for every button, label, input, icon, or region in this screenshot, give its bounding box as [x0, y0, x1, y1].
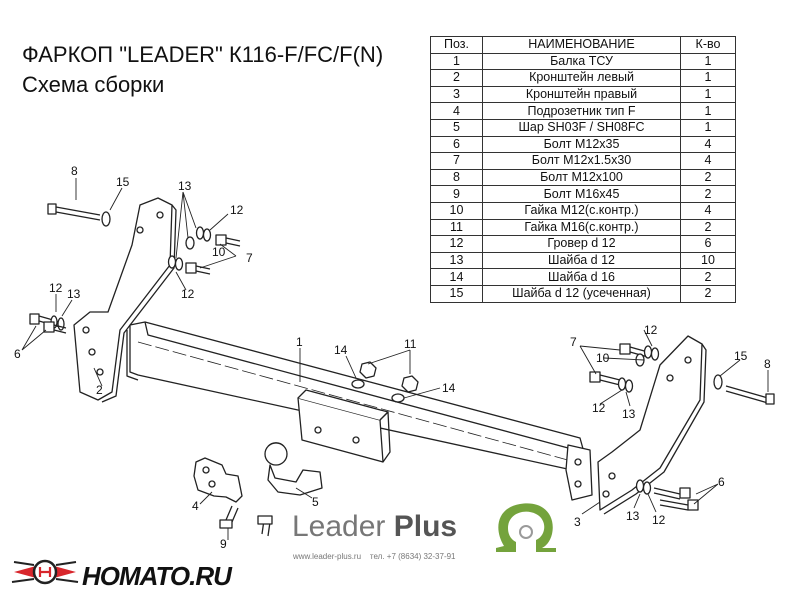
callout-6-right: 6 [718, 475, 725, 489]
row-name: Шар SH03F / SH08FC [482, 118, 681, 137]
title-line-2: Схема сборки [22, 72, 165, 97]
row-name: Болт M16x45 [482, 185, 681, 203]
bolt-8-left [47, 203, 111, 227]
callout-14-lower: 14 [442, 381, 456, 395]
callout-12-left-upper: 12 [230, 203, 244, 217]
homato-logo-icon [11, 559, 79, 585]
callout-11: 11 [404, 337, 417, 351]
callout-9: 9 [220, 537, 227, 551]
row-name: Шайба d 12 (усеченная) [482, 284, 681, 303]
brand-name: Leader Plus [292, 510, 457, 544]
shop-name: HOMATO.RU [82, 561, 232, 591]
brand-contacts: www.leader-plus.ru тел. +7 (8634) 32-37-… [293, 552, 456, 561]
parts-table-header: Поз. НАИМЕНОВАНИЕ К-во [430, 36, 736, 54]
callout-12-right-upper: 12 [644, 323, 658, 337]
row-name: Гайка M12(с.контр.) [482, 201, 681, 220]
leader-plus-logo-icon [496, 503, 556, 552]
callout-6-left: 6 [14, 347, 21, 361]
row-pos: 15 [430, 284, 483, 303]
callout-5: 5 [312, 495, 319, 509]
callout-7-right: 7 [570, 335, 577, 349]
callout-8-left: 8 [71, 164, 78, 178]
callout-13-right-upper: 13 [622, 407, 636, 421]
callout-3: 3 [574, 515, 581, 529]
callout-15-left: 15 [116, 175, 130, 189]
callout-15-right: 15 [734, 349, 748, 363]
callout-13-right-lower: 13 [626, 509, 640, 523]
callout-10-right: 10 [596, 351, 610, 365]
callout-2: 2 [96, 383, 103, 397]
socket-plate [193, 457, 243, 503]
fasteners-center [351, 361, 419, 403]
callout-12-right-lower: 12 [652, 513, 666, 527]
brand-name-light: Leader [292, 510, 386, 543]
brand-name-bold: Plus [393, 510, 458, 543]
row-name: Болт M12x35 [482, 135, 681, 154]
row-name: Подрозетник тип F [482, 102, 681, 120]
callout-4: 4 [192, 499, 199, 513]
bolt-8-right [713, 374, 775, 405]
callout-13-left-lower: 13 [67, 287, 81, 301]
callout-1: 1 [296, 335, 303, 349]
row-qty: 2 [680, 284, 736, 303]
row-name: Кронштейн левый [482, 69, 681, 87]
right-bracket [597, 335, 707, 515]
callout-13-left-upper: 13 [178, 179, 192, 193]
leader-lines [21, 178, 769, 540]
callout-14-upper: 14 [334, 343, 348, 357]
row-pos: 11 [430, 218, 483, 237]
bolt-9 [219, 505, 273, 537]
title-line-1: ФАРКОП "LEADER" К116-F/FC/F(N) [22, 42, 384, 67]
diagram-title: ФАРКОП "LEADER" К116-F/FC/F(N) Схема сбо… [22, 40, 383, 100]
callout-12-left-lower: 12 [49, 281, 63, 295]
callout-10-left: 10 [212, 245, 226, 259]
row-name: Шайба d 16 [482, 268, 681, 286]
row-qty: 1 [680, 118, 736, 137]
callout-8-right: 8 [764, 357, 771, 371]
row-pos: 14 [430, 268, 483, 286]
callout-12-right-mid: 12 [592, 401, 606, 415]
tow-bar-beam [126, 321, 593, 501]
brand-site: www.leader-plus.ru [293, 552, 362, 561]
fasteners-right-lower [635, 479, 699, 511]
fasteners-left-lower [29, 313, 67, 334]
tow-ball [264, 442, 323, 496]
brand-phone: тел. +7 (8634) 32-37-91 [369, 552, 456, 561]
callout-7-left: 7 [246, 251, 253, 265]
callout-12-left-mid: 12 [181, 287, 195, 301]
header-pos: Поз. [430, 36, 483, 54]
